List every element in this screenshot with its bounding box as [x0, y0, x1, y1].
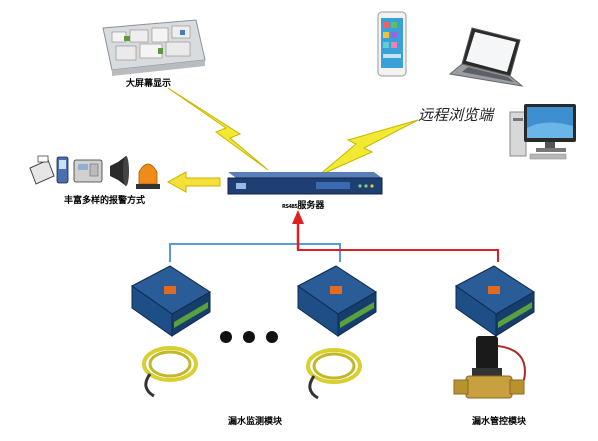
alarm-light-icon — [136, 163, 160, 189]
laptop-icon — [448, 27, 524, 87]
module-icon — [131, 265, 211, 337]
detect-module-label: 漏水监测模块 — [228, 417, 283, 427]
server-icon — [227, 172, 383, 195]
module-icon — [297, 265, 377, 337]
alarm-output-arrow — [166, 171, 221, 193]
server-label-prefix: RS485 — [282, 204, 298, 210]
desktop-icon — [509, 104, 576, 160]
control-module-label: 漏水管控模块 — [472, 417, 527, 427]
cable-icon — [306, 348, 362, 400]
remote-browser-label: 远程浏览端 — [418, 106, 494, 124]
module-icon — [455, 265, 535, 337]
bus-lines — [169, 210, 499, 262]
cable-icon — [142, 346, 198, 398]
phone-icon — [377, 11, 407, 77]
fax-icon — [29, 155, 55, 185]
ellipsis-dots — [220, 331, 278, 343]
server-label: RS485服务器 — [282, 198, 324, 211]
wireless-link-left — [167, 87, 269, 171]
server-label-text: 服务器 — [297, 201, 325, 211]
display-label: 大屏幕显示 — [126, 79, 172, 89]
alarm-methods-label: 丰富多样的报警方式 — [64, 196, 146, 206]
valve-icon — [453, 336, 526, 399]
siren-icon — [110, 156, 129, 186]
wireless-link-right — [317, 119, 419, 177]
mobile-phone-icon — [56, 156, 69, 184]
telephone-icon — [73, 159, 103, 183]
floor-plan-icon — [102, 19, 206, 76]
